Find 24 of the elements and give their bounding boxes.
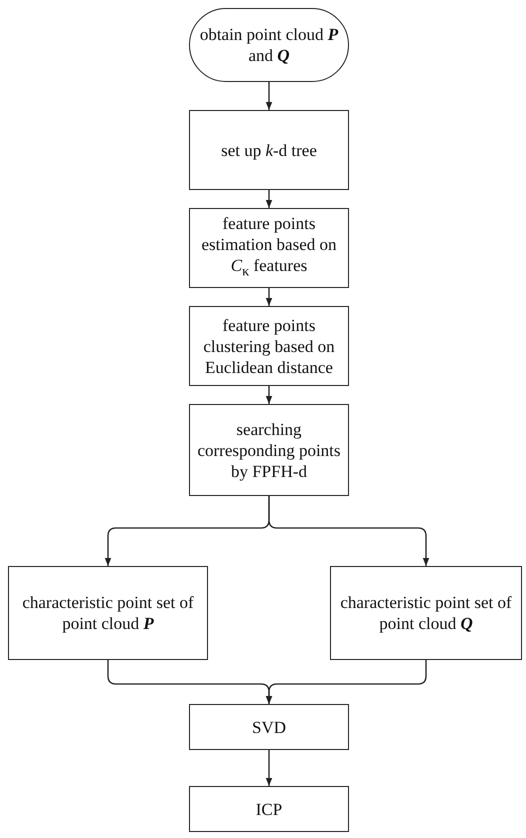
process-box: [189, 208, 349, 288]
arrow: [266, 82, 272, 110]
arrow: [268, 496, 430, 566]
node-text: characteristic point set of point cloud P: [21, 592, 195, 634]
node-text: characteristic point set of point cloud Q: [339, 592, 513, 634]
arrow: [266, 386, 272, 404]
process-box: [189, 306, 349, 386]
arrow: [266, 750, 272, 786]
node-text: feature points clustering based on Euclidean distance: [202, 314, 336, 378]
process-box: [189, 110, 349, 190]
process-box: [189, 786, 349, 832]
arrow: [266, 288, 272, 306]
process-box: [8, 566, 208, 660]
arrow: [266, 190, 272, 208]
node-text: set up k-d tree: [221, 140, 317, 160]
process-box: [330, 566, 522, 660]
node-text: SVD: [252, 716, 286, 738]
node-text: searching corresponding points by FPFH-d: [196, 418, 342, 482]
node-text: obtain point cloud P and Q: [198, 24, 340, 66]
node-text: ICP: [256, 798, 282, 820]
process-box: [189, 404, 349, 496]
arrow: [266, 660, 427, 704]
node-text: feature points estimation based on C$_{κ}$ features: [200, 213, 338, 282]
process-box: [189, 704, 349, 750]
